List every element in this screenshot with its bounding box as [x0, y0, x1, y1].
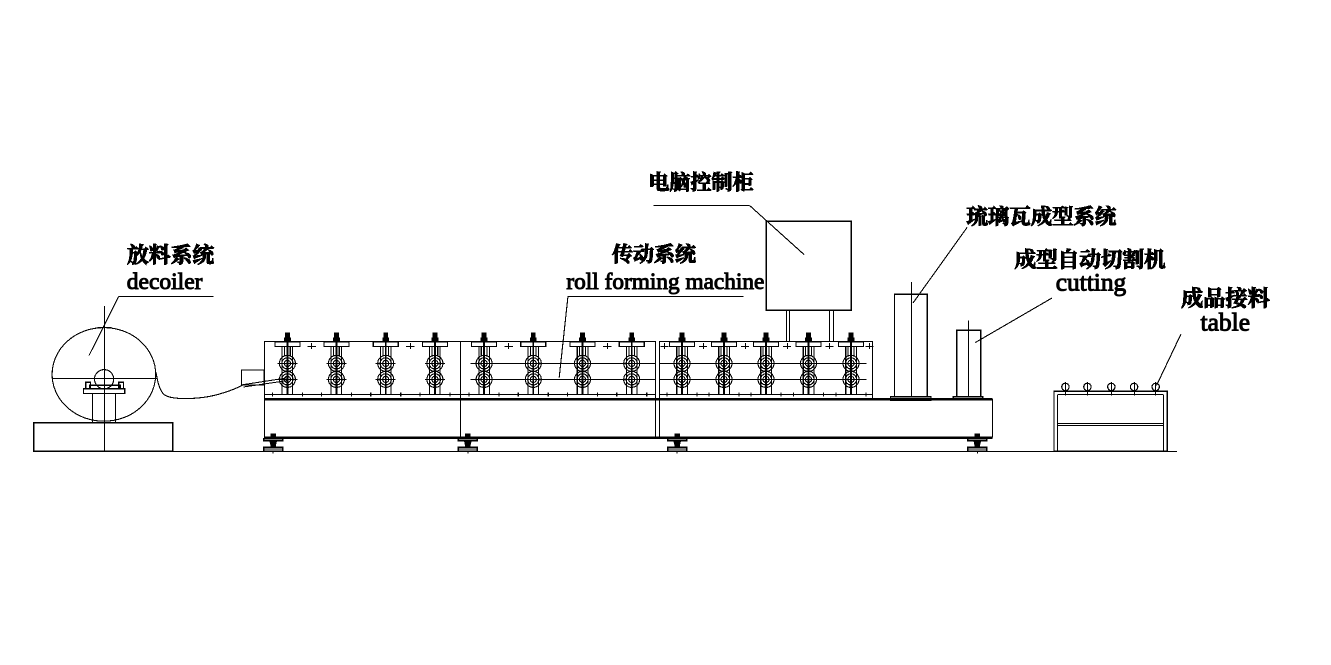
- svg-text:roll forming machine: roll forming machine: [566, 269, 764, 295]
- svg-text:table: table: [1201, 308, 1251, 337]
- svg-text:decoiler: decoiler: [127, 269, 203, 295]
- svg-text:cutting: cutting: [1056, 269, 1127, 297]
